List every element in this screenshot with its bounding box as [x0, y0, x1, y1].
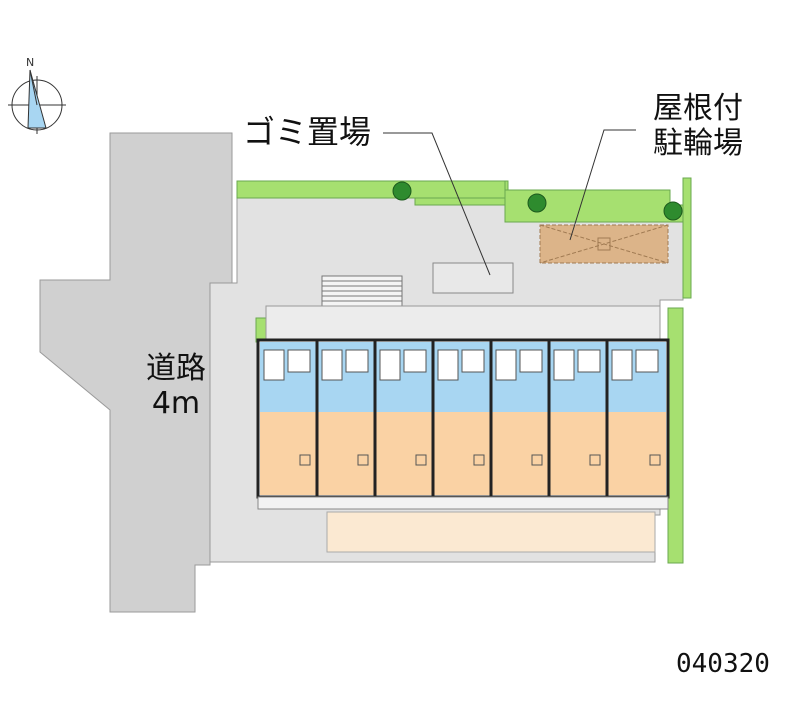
walkway: [326, 511, 656, 553]
unit-3: [376, 342, 432, 495]
bike-parking-label: 屋根付 駐輪場: [653, 91, 743, 161]
unit-4: [434, 342, 490, 495]
unit-1: [260, 342, 316, 495]
unit-6: [550, 342, 606, 495]
tree: [663, 201, 683, 221]
green-strip-left: [255, 317, 267, 343]
garbage-station-label: ゴミ置場: [243, 113, 372, 151]
tree: [392, 181, 412, 201]
stairs: [321, 275, 403, 307]
green-strip-corner: [682, 177, 692, 299]
garbage-station: [432, 262, 514, 294]
corridor: [265, 305, 661, 341]
compass-icon: [8, 69, 66, 134]
unit-5: [492, 342, 548, 495]
property-code: 040320: [676, 649, 770, 679]
unit-7: [608, 342, 666, 495]
green-strip-top-left: [236, 180, 506, 199]
compass-north-label: N: [26, 56, 34, 69]
green-strip-right: [667, 307, 684, 564]
balcony: [257, 496, 669, 510]
road-label: 道路 4m: [146, 351, 206, 421]
tree: [527, 193, 547, 213]
unit-2: [318, 342, 374, 495]
